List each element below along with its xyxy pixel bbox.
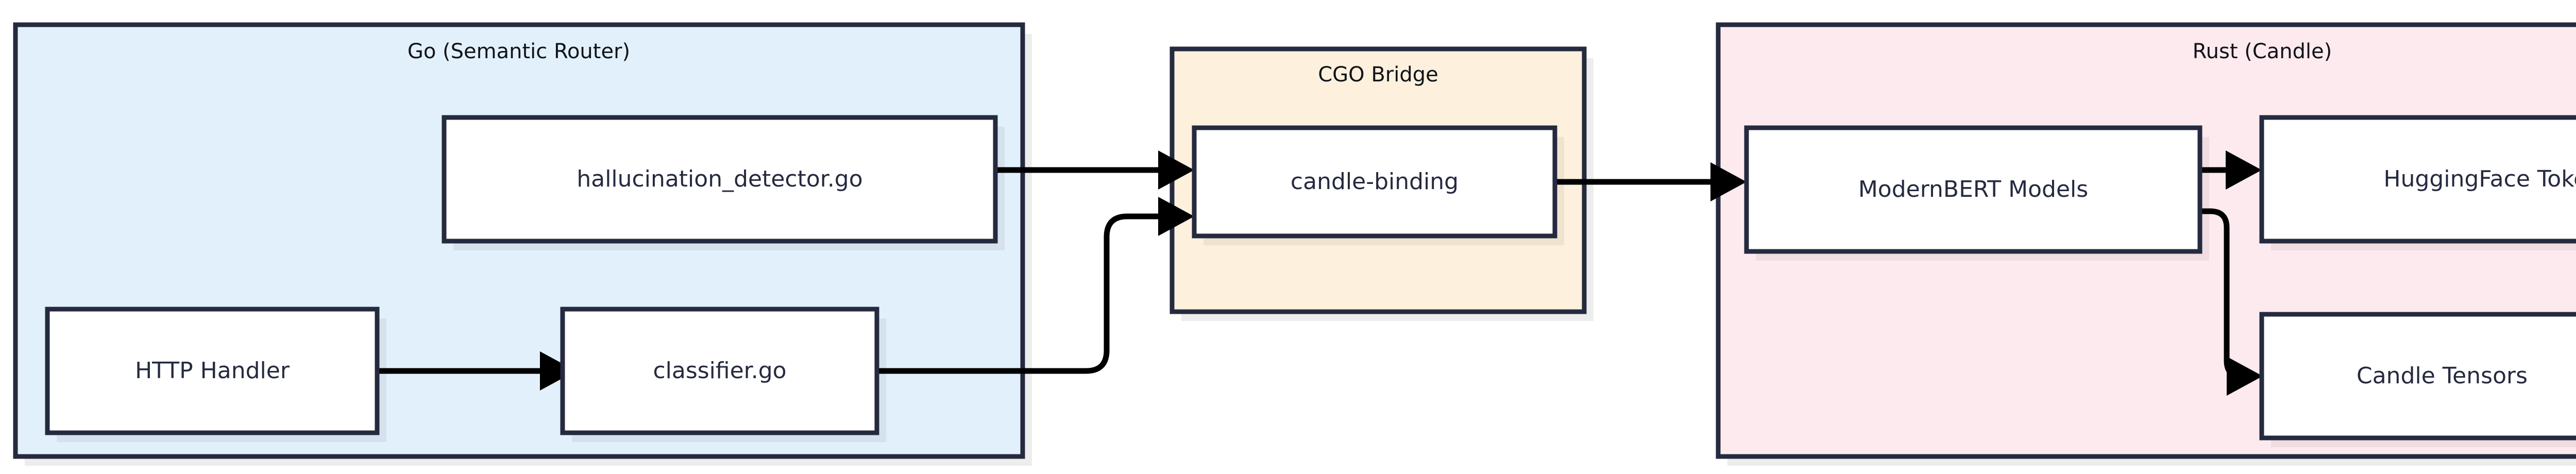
node-http-handler-rect[interactable] bbox=[45, 307, 380, 435]
node-modernbert-label: ModernBERT Models bbox=[1858, 176, 2088, 202]
edge-classifier-to-candle-binding bbox=[877, 197, 1194, 374]
edge-hallucination-detector-to-candle-binding bbox=[995, 150, 1194, 190]
cluster-rust-label: Rust (Candle) bbox=[2193, 40, 2332, 63]
node-candle-tensors[interactable]: Candle Tensors bbox=[2259, 312, 2576, 441]
node-candle-binding-label: candle-binding bbox=[1291, 168, 1459, 195]
node-candle-tensors-label: Candle Tensors bbox=[2357, 363, 2528, 389]
node-classifier[interactable]: classifier.go bbox=[560, 307, 879, 435]
node-hf-tokenizers-rect[interactable] bbox=[2259, 115, 2576, 244]
node-hf-tokenizers-label: HuggingFace Tokenizers bbox=[2384, 166, 2576, 192]
cluster-go-label: Go (Semantic Router) bbox=[408, 40, 630, 63]
node-candle-tensors-rect[interactable] bbox=[2259, 312, 2576, 441]
edge-http-handler-to-classifier bbox=[377, 351, 576, 391]
node-modernbert-rect[interactable] bbox=[1744, 125, 2202, 254]
node-hallucination-detector-rect[interactable] bbox=[442, 115, 998, 244]
node-candle-binding-rect[interactable] bbox=[1192, 125, 1557, 239]
node-hallucination-detector[interactable]: hallucination_detector.go bbox=[442, 115, 998, 244]
edge-modernbert-to-candle-tensors bbox=[2200, 208, 2263, 396]
edge-candle-binding-to-modernbert bbox=[1555, 162, 1747, 201]
node-classifier-rect[interactable] bbox=[560, 307, 879, 435]
node-modernbert[interactable]: ModernBERT Models bbox=[1744, 125, 2202, 254]
cluster-cgo-label: CGO Bridge bbox=[1318, 63, 1438, 87]
node-http-handler[interactable]: HTTP Handler bbox=[45, 307, 380, 435]
node-hf-tokenizers[interactable]: HuggingFace Tokenizers bbox=[2259, 115, 2576, 244]
node-classifier-label: classifier.go bbox=[653, 358, 786, 384]
node-http-handler-label: HTTP Handler bbox=[135, 358, 290, 384]
node-candle-binding[interactable]: candle-binding bbox=[1192, 125, 1557, 239]
node-hallucination-detector-label: hallucination_detector.go bbox=[577, 166, 862, 192]
edge-modernbert-to-hf-tokenizers bbox=[2200, 150, 2262, 190]
